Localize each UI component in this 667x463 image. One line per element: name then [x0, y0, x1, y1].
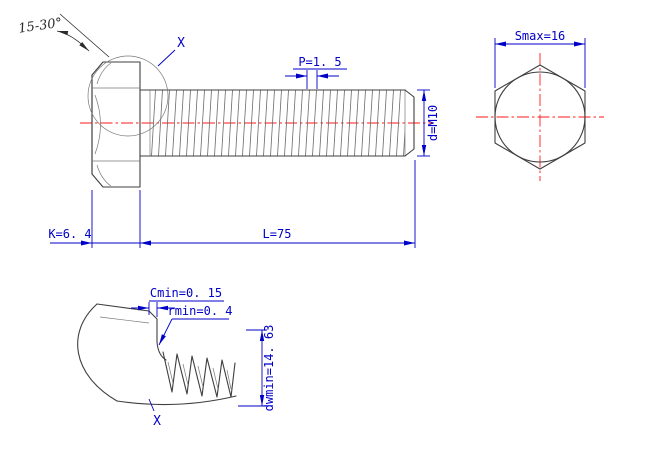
- detail-thread-flanks: [167, 361, 232, 390]
- thread-diameter-dimension: d=M10: [417, 89, 440, 157]
- head-chamfer-arc-middle: [94, 94, 101, 155]
- main-side-view: X 15-30° P=1. 5 d=M10: [17, 13, 440, 248]
- dia-arrow-bottom: [421, 145, 427, 156]
- l-arrow-right: [404, 240, 415, 246]
- dia-arrow-top: [421, 90, 427, 101]
- cmin-arrow-right: [157, 305, 168, 311]
- detail-head-facet-line: [99, 316, 150, 324]
- dwmin-arrow-bottom: [259, 395, 265, 406]
- length-label: L=75: [263, 227, 292, 241]
- angle-arrow-end: [79, 42, 89, 51]
- chamfer-min-label: Cmin=0. 15: [150, 286, 222, 300]
- detail-name-label: X: [153, 414, 161, 429]
- bolt-head: [91, 61, 141, 188]
- thread-pitch-label: P=1. 5: [298, 55, 341, 69]
- chamfer-angle-dimension: 15-30°: [17, 13, 110, 58]
- smax-arrow-left: [495, 41, 506, 47]
- detail-name-leader: [148, 398, 155, 412]
- washer-face-diameter-label: dwmin=14. 63: [262, 325, 276, 412]
- head-height-label: K=6. 4: [48, 227, 91, 241]
- detail-callout-circle: [87, 55, 169, 137]
- detail-geometry: [77, 303, 237, 406]
- detail-bottom-break-line: [116, 395, 237, 406]
- detail-chamfer-edge: [148, 310, 158, 320]
- dwmin-arrow-top: [259, 330, 265, 341]
- detail-view-x: Cmin=0. 15 rmin=0. 4 dwmin=14. 63: [77, 286, 276, 429]
- length-dimensions: K=6. 4 L=75: [48, 160, 416, 248]
- thread-pitch-dimension: P=1. 5: [285, 55, 347, 89]
- detail-break-arc: [77, 303, 118, 402]
- smax-arrow-right: [574, 41, 585, 47]
- cmin-arrow-left: [138, 305, 149, 311]
- fillet-radius-label: rmin=0. 4: [167, 304, 232, 318]
- width-across-flats-dimension: Smax=16: [494, 29, 586, 88]
- pitch-arrow-left: [296, 73, 307, 79]
- k-arrow: [81, 240, 92, 246]
- pitch-arrow-right: [317, 73, 328, 79]
- shank-end-chamfer: [404, 89, 415, 157]
- end-view: Smax=16: [476, 29, 604, 181]
- washer-face-diameter-dimension: dwmin=14. 63: [238, 325, 276, 412]
- rmin-arrow: [159, 334, 166, 345]
- thread-pattern: [150, 90, 405, 156]
- inscribed-chamfer-circle: [494, 71, 586, 163]
- thread-diameter-label: d=M10: [426, 105, 440, 141]
- angle-extension-line: [59, 13, 110, 58]
- detail-callout-label: X: [177, 36, 185, 51]
- head-chamfer-arc-top: [96, 62, 112, 85]
- l-arrow-left: [140, 240, 151, 246]
- angle-arrow-start: [57, 31, 69, 36]
- head-outline: [91, 61, 141, 188]
- chamfer-min-dimension: Cmin=0. 15: [131, 286, 224, 317]
- fillet-radius-dimension: rmin=0. 4: [158, 304, 233, 346]
- detail-thread-teeth: [162, 351, 236, 398]
- hexagon-outline: [494, 64, 586, 170]
- chamfer-angle-label: 15-30°: [17, 16, 63, 37]
- detail-callout-leader: [157, 49, 176, 67]
- width-across-flats-label: Smax=16: [515, 29, 566, 43]
- detail-head-top-edge: [96, 303, 150, 312]
- bolt-shank: [139, 89, 415, 157]
- head-chamfer-arc-bottom: [96, 164, 112, 187]
